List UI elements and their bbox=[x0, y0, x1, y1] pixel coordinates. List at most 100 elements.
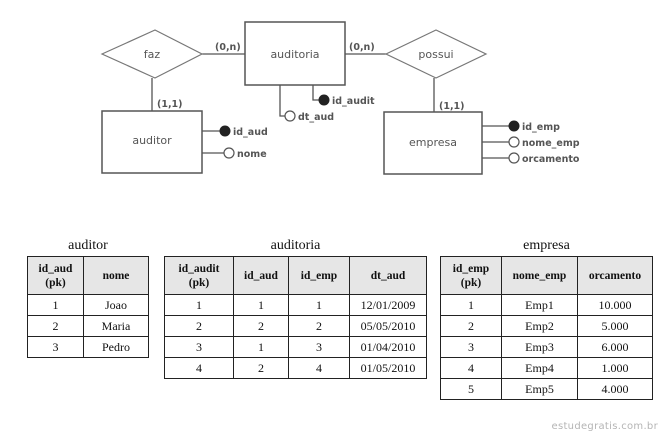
header-label: id_aud bbox=[38, 262, 73, 275]
attribute-nome-emp: nome_emp bbox=[482, 136, 580, 149]
cell: 2 bbox=[440, 315, 502, 337]
cell: 2 bbox=[288, 315, 350, 337]
table-header-row: id_aud(pk) nome bbox=[27, 256, 149, 295]
cell: Emp5 bbox=[501, 378, 578, 400]
header-id-emp: id_emp bbox=[288, 256, 350, 295]
table-header-row: id_audit(pk) id_aud id_emp dt_aud bbox=[164, 256, 427, 295]
attribute-dt-aud: dt_aud bbox=[279, 85, 334, 123]
entity-auditor-label: auditor bbox=[132, 134, 172, 147]
header-label: id_aud bbox=[244, 269, 278, 282]
cell: 05/05/2010 bbox=[349, 315, 427, 337]
attribute-orcamento: orcamento bbox=[482, 152, 580, 165]
cell: 5 bbox=[440, 378, 502, 400]
header-dt-aud: dt_aud bbox=[349, 256, 427, 295]
cell: Emp3 bbox=[501, 336, 578, 358]
relationship-faz-label: faz bbox=[144, 48, 161, 61]
cardinality-faz-auditor: (1,1) bbox=[157, 99, 183, 110]
table-header-row: id_emp(pk) nome_emp orcamento bbox=[440, 256, 653, 295]
attribute-id-emp-label: id_emp bbox=[522, 122, 560, 133]
header-nome-emp: nome_emp bbox=[501, 256, 578, 295]
cell: 3 bbox=[288, 336, 350, 358]
cell: Emp1 bbox=[501, 294, 578, 316]
header-nome: nome bbox=[83, 256, 149, 295]
cell: 3 bbox=[27, 336, 84, 358]
table-auditoria-section: auditoria id_audit(pk) id_aud id_emp dt_… bbox=[164, 236, 427, 379]
cell: 5.000 bbox=[577, 315, 653, 337]
relationship-possui-label: possui bbox=[418, 48, 453, 61]
cell: 2 bbox=[233, 315, 289, 337]
attribute-orcamento-label: orcamento bbox=[522, 154, 580, 165]
header-orcamento: orcamento bbox=[577, 256, 653, 295]
attribute-icon bbox=[508, 152, 520, 164]
cell: 1 bbox=[233, 336, 289, 358]
key-attribute-icon bbox=[318, 94, 330, 106]
cell: 1.000 bbox=[577, 357, 653, 379]
cell: 1 bbox=[440, 294, 502, 316]
cardinality-faz-auditoria: (0,n) bbox=[215, 42, 241, 53]
table-auditoria-title: auditoria bbox=[270, 238, 321, 253]
cell: 4 bbox=[164, 357, 234, 379]
relationship-possui: possui bbox=[384, 29, 488, 79]
cell: 1 bbox=[164, 294, 234, 316]
header-label: orcamento bbox=[588, 269, 642, 282]
cell: 2 bbox=[233, 357, 289, 379]
entity-auditoria-label: auditoria bbox=[270, 48, 319, 61]
cell: Pedro bbox=[83, 336, 149, 358]
header-label: id_audit bbox=[178, 262, 220, 275]
cell: 10.000 bbox=[577, 294, 653, 316]
attribute-nome: nome bbox=[202, 147, 267, 160]
watermark: estudegratis.com.br bbox=[551, 421, 658, 432]
header-label: dt_aud bbox=[370, 269, 406, 282]
cell: Joao bbox=[83, 294, 149, 316]
cell: 6.000 bbox=[577, 336, 653, 358]
entity-auditor: auditor bbox=[101, 110, 203, 174]
attribute-id-audit: id_audit bbox=[312, 85, 375, 107]
entity-auditoria: auditoria bbox=[244, 21, 346, 86]
attribute-icon bbox=[284, 110, 296, 122]
cell: 01/04/2010 bbox=[349, 336, 427, 358]
cell: 1 bbox=[27, 294, 84, 316]
cell: 3 bbox=[164, 336, 234, 358]
header-label: id_emp bbox=[300, 269, 338, 282]
attribute-nome-label: nome bbox=[237, 149, 267, 160]
cell: Emp4 bbox=[501, 357, 578, 379]
cell: 2 bbox=[27, 315, 84, 337]
cell: 4 bbox=[288, 357, 350, 379]
header-label: nome bbox=[102, 269, 130, 282]
attribute-id-aud: id_aud bbox=[202, 125, 268, 138]
cell: 1 bbox=[233, 294, 289, 316]
header-pk-label: (pk) bbox=[45, 276, 66, 289]
header-pk-label: (pk) bbox=[188, 276, 210, 289]
header-pk-label: (pk) bbox=[460, 276, 482, 289]
entity-empresa-label: empresa bbox=[409, 136, 457, 149]
cell: 12/01/2009 bbox=[349, 294, 427, 316]
cardinality-possui-empresa: (1,1) bbox=[439, 101, 465, 112]
attribute-id-audit-label: id_audit bbox=[332, 96, 375, 107]
table-auditor-title: auditor bbox=[68, 238, 108, 253]
relationship-faz: faz bbox=[100, 29, 204, 79]
entity-empresa: empresa bbox=[383, 111, 483, 175]
cell: 2 bbox=[164, 315, 234, 337]
header-id-aud: id_aud(pk) bbox=[27, 256, 84, 295]
attribute-id-emp: id_emp bbox=[482, 120, 560, 133]
cell: 1 bbox=[288, 294, 350, 316]
header-label: nome_emp bbox=[512, 269, 567, 282]
attribute-icon bbox=[508, 136, 520, 148]
cell: 3 bbox=[440, 336, 502, 358]
attribute-nome-emp-label: nome_emp bbox=[522, 138, 580, 149]
cell: 4 bbox=[440, 357, 502, 379]
cell: Emp2 bbox=[501, 315, 578, 337]
